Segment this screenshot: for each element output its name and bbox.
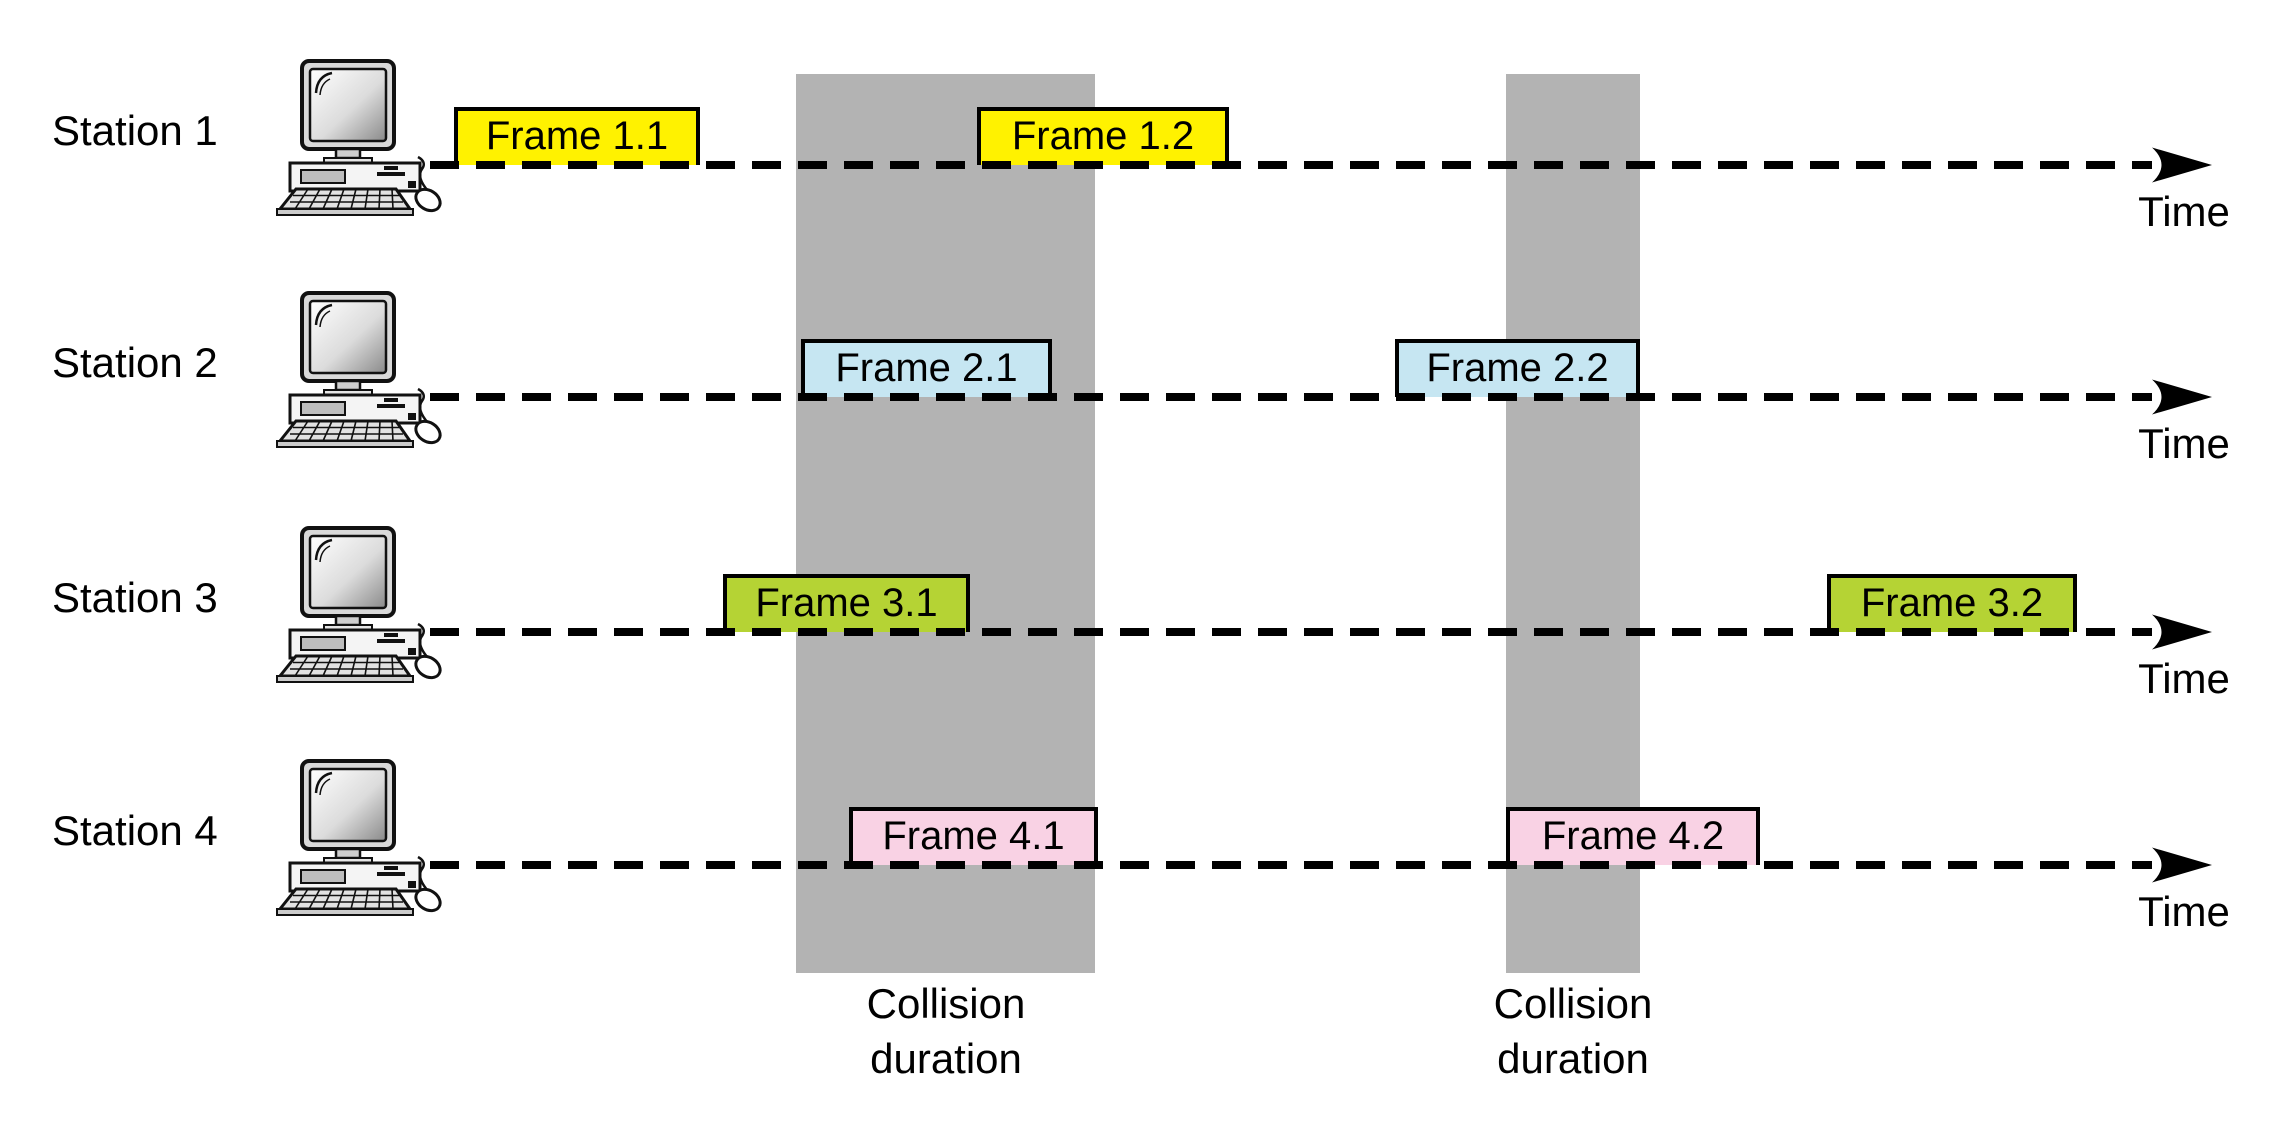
frame-box-2-2: Frame 2.2 — [1395, 339, 1640, 397]
frame-label: Frame 3.2 — [1860, 581, 2044, 625]
collision-label-line1: Collision — [866, 980, 1026, 1027]
station-1-label: Station 1 — [52, 107, 218, 154]
frame-box-1-2: Frame 1.2 — [977, 107, 1229, 165]
frame-box-1-1: Frame 1.1 — [454, 107, 700, 165]
collision-label-line2: duration — [870, 1035, 1022, 1082]
collision-duration-label-1: Collision duration — [796, 976, 1096, 1086]
timeline-arrow — [430, 614, 2212, 650]
station-4-label: Station 4 — [52, 807, 218, 854]
computer-icon — [275, 759, 447, 917]
frame-label: Frame 2.2 — [1426, 346, 1609, 390]
frame-label: Frame 4.2 — [1541, 814, 1725, 858]
time-axis-label: Time — [2138, 888, 2230, 935]
frame-label: Frame 4.1 — [882, 814, 1065, 858]
frame-label: Frame 2.1 — [835, 346, 1018, 390]
computer-icon — [275, 59, 447, 217]
time-axis-label: Time — [2138, 188, 2230, 235]
frame-box-4-2: Frame 4.2 — [1506, 807, 1760, 865]
frame-label: Frame 1.2 — [1011, 114, 1195, 158]
frame-box-3-1: Frame 3.1 — [723, 574, 970, 632]
timeline-arrow — [430, 147, 2212, 183]
frame-box-4-1: Frame 4.1 — [849, 807, 1098, 865]
computer-icon — [275, 526, 447, 684]
collision-duration-label-2: Collision duration — [1423, 976, 1723, 1086]
frame-box-2-1: Frame 2.1 — [801, 339, 1052, 397]
timeline-arrow — [430, 847, 2212, 883]
computer-icon — [275, 291, 447, 449]
station-3-label: Station 3 — [52, 574, 218, 621]
frame-label: Frame 1.1 — [485, 114, 669, 158]
frame-label: Frame 3.1 — [755, 581, 938, 625]
frame-box-3-2: Frame 3.2 — [1827, 574, 2077, 632]
collision-label-line2: duration — [1497, 1035, 1649, 1082]
timeline-arrow — [430, 379, 2212, 415]
collision-label-line1: Collision — [1493, 980, 1653, 1027]
time-axis-label: Time — [2138, 655, 2230, 702]
time-axis-label: Time — [2138, 420, 2230, 467]
station-2-label: Station 2 — [52, 339, 218, 386]
